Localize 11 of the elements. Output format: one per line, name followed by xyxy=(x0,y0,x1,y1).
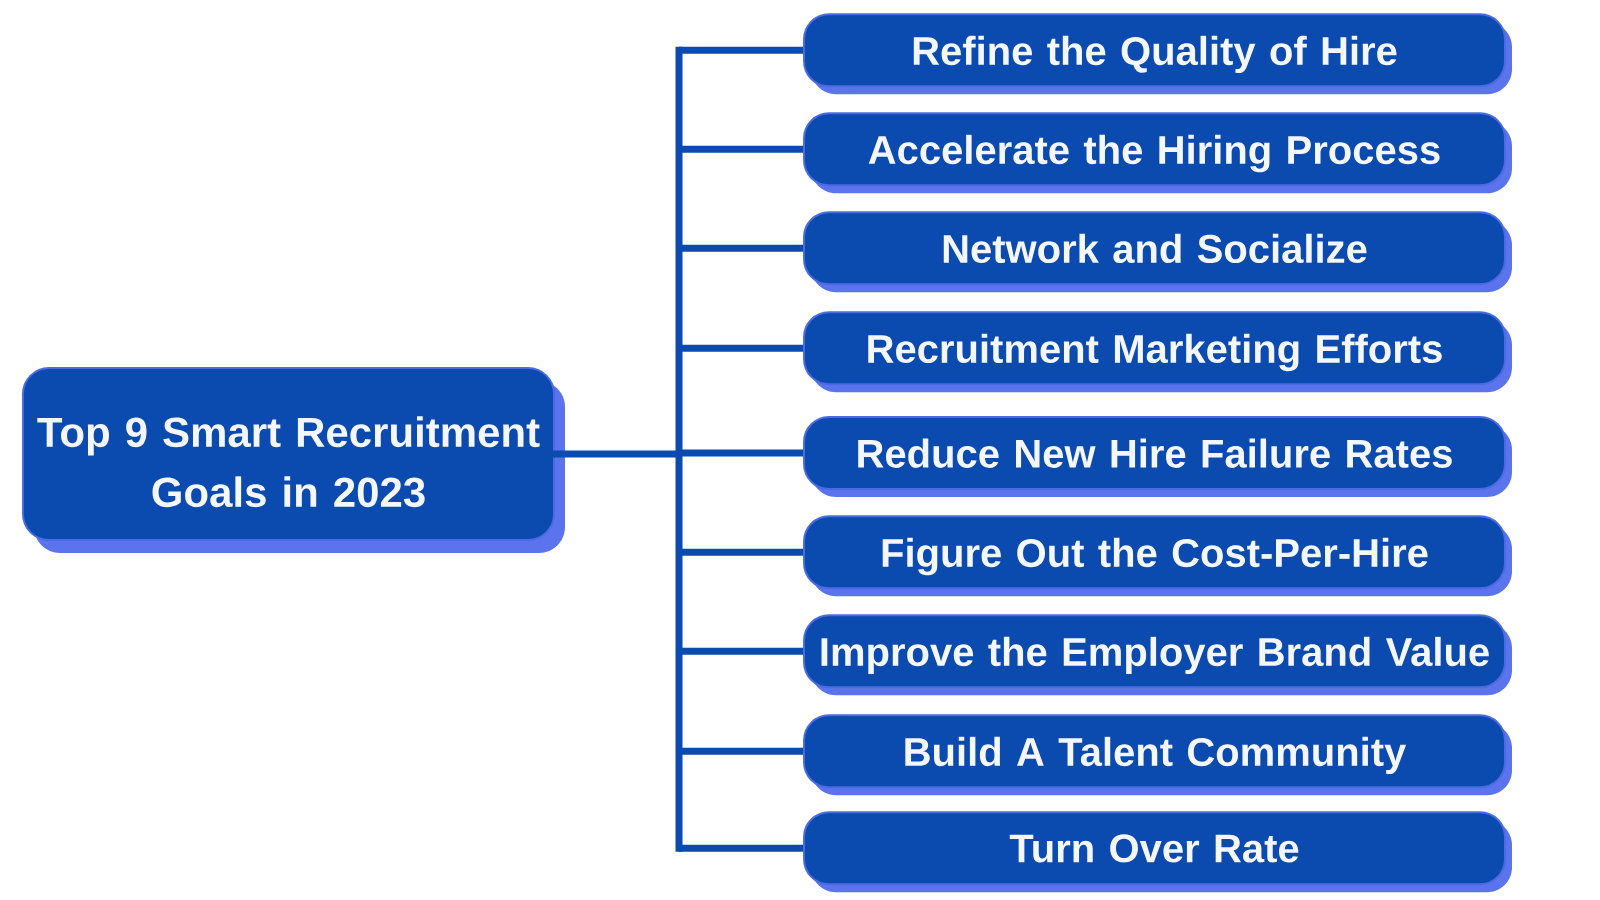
topic-box: Top 9 Smart Recruitment Goals in 2023 xyxy=(22,367,565,553)
goal-box: Turn Over Rate xyxy=(803,811,1512,893)
goal-box: Network and Socialize xyxy=(803,211,1512,293)
connector-trunk xyxy=(551,46,683,852)
goal-box: Recruitment Marketing Efforts xyxy=(803,311,1512,393)
goal-box: Figure Out the Cost-Per-Hire xyxy=(803,515,1512,597)
goal-box: Accelerate the Hiring Process xyxy=(803,112,1512,194)
goal-box: Reduce New Hire Failure Rates xyxy=(803,416,1512,497)
goal-box: Build A Talent Community xyxy=(803,714,1512,796)
goal-box: Refine the Quality of Hire xyxy=(803,13,1512,95)
goal-box: Improve the Employer Brand Value xyxy=(803,614,1512,696)
